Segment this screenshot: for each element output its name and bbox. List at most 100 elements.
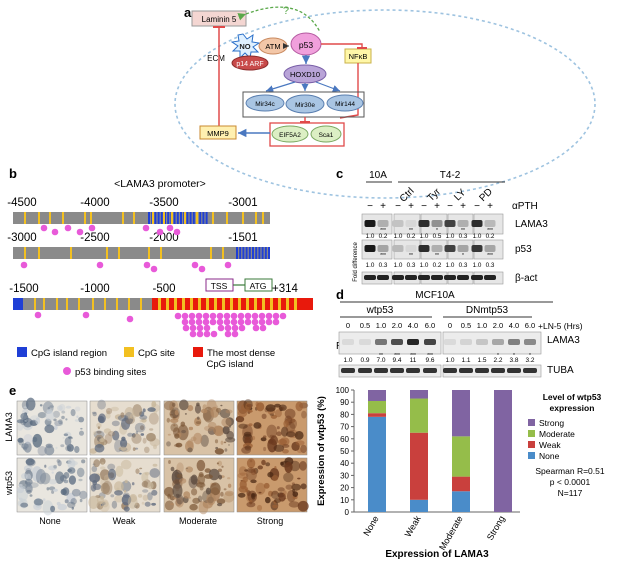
ihc-texture xyxy=(187,447,193,453)
ihc-texture xyxy=(265,404,276,412)
col-label-moderate: Moderate xyxy=(179,516,217,526)
cpg-mark xyxy=(163,212,165,224)
p53-fold-value: 1.0 xyxy=(366,262,375,269)
ihc-texture xyxy=(285,484,293,490)
ihc-texture xyxy=(25,397,36,411)
ihc-texture xyxy=(288,501,300,508)
position-label: -4000 xyxy=(80,197,109,209)
ihc-texture xyxy=(120,412,125,418)
tuba-band xyxy=(358,368,372,373)
ihc-texture xyxy=(289,418,297,429)
ihc-texture xyxy=(183,491,191,499)
cpg-mark xyxy=(176,212,179,224)
ihc-texture xyxy=(174,433,180,439)
p53-binding-site xyxy=(188,318,196,326)
cpg-mark xyxy=(140,298,142,310)
cpg-mark xyxy=(242,212,244,224)
p53-binding-site xyxy=(244,318,252,326)
bars xyxy=(368,390,512,512)
p53-star: *** xyxy=(380,253,386,259)
p53-fold-value: 0.2 xyxy=(433,262,442,269)
time-point: 0.5 xyxy=(360,321,370,330)
legend-label: Moderate xyxy=(539,429,575,439)
cpg-mark xyxy=(255,212,257,224)
x-tick-label: Moderate xyxy=(437,514,465,552)
ihc-texture xyxy=(54,424,58,430)
ihc-texture xyxy=(74,419,79,422)
ihc-texture xyxy=(253,422,262,429)
ihc-texture xyxy=(61,410,66,414)
legend-label: Strong xyxy=(539,418,564,428)
ihc-texture xyxy=(174,409,179,416)
ihc-texture xyxy=(108,431,115,437)
ihc-texture xyxy=(244,469,248,472)
ihc-texture xyxy=(65,405,72,409)
ihc-texture xyxy=(17,437,24,443)
ihc-texture xyxy=(42,498,46,502)
blot-panel xyxy=(361,239,393,260)
bar-strong-strong xyxy=(494,390,512,512)
ihc-texture xyxy=(101,461,105,466)
ihc-texture xyxy=(139,419,145,423)
ihc-texture xyxy=(57,405,63,411)
ihc-texture xyxy=(269,413,275,416)
p53-binding-site xyxy=(265,312,273,320)
pm-sign: + xyxy=(487,201,493,212)
blot-band xyxy=(444,275,456,280)
ihc-texture xyxy=(147,492,153,501)
p53-binding-site xyxy=(258,312,266,320)
ihc-texture xyxy=(237,409,248,418)
ihc-texture xyxy=(235,415,245,423)
pm-sign: − xyxy=(367,201,373,212)
d-blots xyxy=(338,331,542,378)
cpg-mark xyxy=(182,298,185,310)
ihc-texture xyxy=(170,466,175,472)
ihc-texture xyxy=(67,458,76,470)
cpg-mark xyxy=(222,247,224,259)
ihc-texture xyxy=(274,409,282,418)
y-tick-label: 10 xyxy=(340,496,349,505)
ihc-texture xyxy=(250,479,257,484)
promoter-bar-1 xyxy=(13,212,270,224)
pm-sign: + xyxy=(460,201,466,212)
mmp9-box xyxy=(199,125,237,140)
question-mark: ? xyxy=(283,5,289,17)
position-label: -2500 xyxy=(80,232,109,244)
ihc-texture xyxy=(151,502,157,506)
bar-none-none xyxy=(368,416,386,512)
c-blots xyxy=(361,213,504,285)
ihc-texture xyxy=(91,411,97,414)
ihc-texture xyxy=(98,413,106,424)
pm-sign: − xyxy=(421,201,427,212)
cpg-mark xyxy=(270,298,273,310)
ihc-texture xyxy=(71,506,75,510)
legend-title-2: expression xyxy=(550,403,595,413)
blot-band xyxy=(377,275,389,280)
ihc-texture xyxy=(92,479,97,486)
ihc-texture xyxy=(251,493,257,497)
y-tick-label: 70 xyxy=(340,423,349,432)
ihc-texture xyxy=(292,496,295,499)
ihc-texture xyxy=(81,459,86,464)
ihc-texture xyxy=(25,483,33,494)
ihc-texture xyxy=(190,474,198,485)
ihc-texture xyxy=(96,422,102,429)
ihc-texture xyxy=(299,461,307,471)
lama3-fold-value: 1.0 xyxy=(366,233,375,240)
bar-strong-none xyxy=(368,390,386,401)
p53-binding-site xyxy=(224,330,232,338)
cpg-mark xyxy=(148,212,150,224)
ihc-texture xyxy=(118,446,127,451)
ihc-texture xyxy=(237,472,249,479)
ihc-texture xyxy=(271,490,280,499)
ihc-texture xyxy=(132,447,136,451)
blot-bact-label: β-act xyxy=(515,273,538,284)
y-tick-label: 30 xyxy=(340,471,349,480)
ihc-texture xyxy=(217,468,223,472)
ihc-texture xyxy=(196,459,206,472)
ihc-texture xyxy=(25,458,35,466)
ihc-texture xyxy=(55,471,65,485)
